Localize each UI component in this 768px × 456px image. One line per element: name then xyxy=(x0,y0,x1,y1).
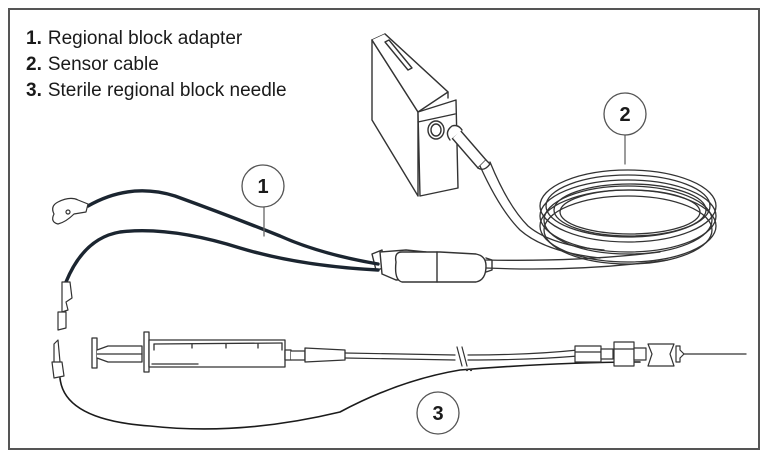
callout-number: 1 xyxy=(257,176,268,198)
sensor-cable-plug xyxy=(446,124,491,171)
callout-number: 2 xyxy=(619,104,630,126)
connector-cable xyxy=(485,251,669,270)
legend-label: Sterile regional block needle xyxy=(47,80,287,101)
needle-wire xyxy=(59,361,641,430)
legend-number: 2. xyxy=(26,54,42,75)
callout-1: 1 xyxy=(241,164,285,237)
legend-label: Sensor cable xyxy=(47,54,159,75)
cable-coil xyxy=(539,169,717,265)
alligator-clip xyxy=(52,197,89,225)
syringe xyxy=(91,331,346,373)
sensor-cable xyxy=(479,161,605,259)
legend-label: Regional block adapter xyxy=(47,28,243,49)
legend-number: 1. xyxy=(26,28,42,49)
monitor-module xyxy=(371,33,459,197)
callout-2: 2 xyxy=(603,92,647,165)
legend-item-3: 3.Sterile regional block needle xyxy=(26,78,287,104)
legend: 1.Regional block adapter 2.Sensor cable … xyxy=(26,26,287,104)
callout-number: 3 xyxy=(432,403,443,425)
needle-tubing xyxy=(344,346,579,372)
legend-number: 3. xyxy=(26,80,42,101)
adapter-connector xyxy=(371,249,493,283)
adapter-leads xyxy=(64,189,380,284)
legend-item-2: 2.Sensor cable xyxy=(26,52,287,78)
needle-socket xyxy=(51,339,65,379)
needle-hub xyxy=(574,341,685,367)
legend-item-1: 1.Regional block adapter xyxy=(26,26,287,52)
pin-connector xyxy=(57,281,73,331)
callout-3: 3 xyxy=(416,391,460,435)
